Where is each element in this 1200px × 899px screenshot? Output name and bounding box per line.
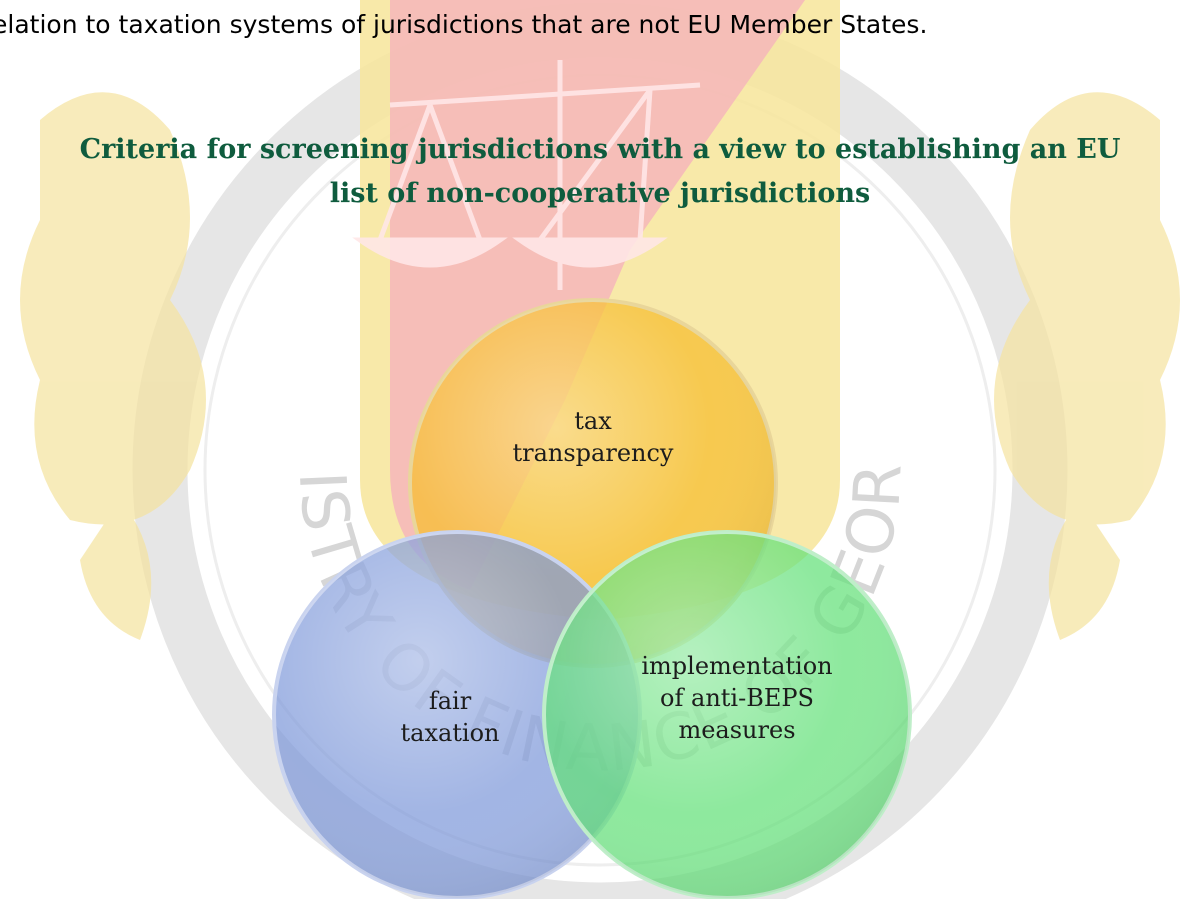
right-lion-icon [994, 92, 1180, 640]
venn-label-anti-beps: implementation of anti-BEPS measures [641, 652, 833, 744]
left-lion-icon [20, 92, 206, 640]
criteria-heading: Criteria for screening jurisdictions wit… [79, 134, 1121, 209]
venn-label-fair-taxation: fair taxation [400, 687, 500, 747]
venn-circle-fair-taxation [272, 530, 642, 899]
venn-label-tax-transparency: tax transparency [512, 407, 674, 467]
scales-of-justice-icon [352, 60, 701, 290]
venn-circle-anti-beps [542, 530, 912, 899]
document-text-fragment: elation to taxation systems of jurisdict… [0, 10, 928, 39]
